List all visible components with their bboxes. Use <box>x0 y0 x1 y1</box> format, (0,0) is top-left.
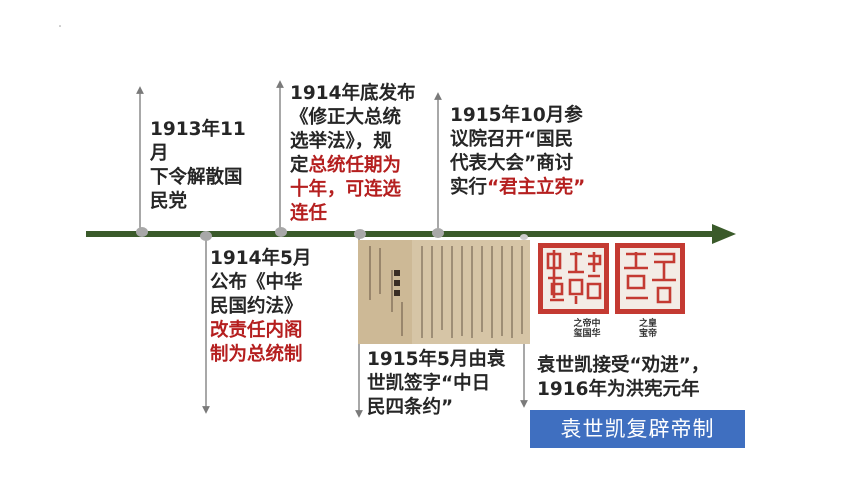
event-text-segment: 代表大会”商讨 <box>450 153 574 174</box>
event-text-segment: 1915年5月由袁 <box>367 349 506 370</box>
seal-huangdi-caption: 之皇 宝帝 <box>628 319 668 339</box>
marker-1914-end <box>275 227 287 237</box>
marker-1916 <box>520 234 528 240</box>
event-text-line: 公布《中华 <box>210 271 311 295</box>
event-text-segment: 议院召开“国民 <box>450 129 574 150</box>
emphasis-text: 十年，可连选 <box>290 179 402 200</box>
event-text-line: 袁世凯接受“劝进”， <box>537 354 709 378</box>
event-text-segment: 民党 <box>150 191 188 212</box>
event-text-line: 1913年11 <box>150 118 246 142</box>
event-text-line: 月 <box>150 142 246 166</box>
event-text-segment: 1915年10月参 <box>450 105 583 126</box>
event-text-line: 选举法》，规 <box>290 130 416 154</box>
marker-1913 <box>136 227 148 237</box>
event-text-line: 定总统任期为 <box>290 154 416 178</box>
event-text-line: 民四条约” <box>367 396 505 420</box>
event-text-line: 1914年底发布 <box>290 82 416 106</box>
event-text-segment: 1914年底发布 <box>290 83 416 104</box>
marker-1915-oct <box>432 228 444 238</box>
event-text-line: 民党 <box>150 190 246 214</box>
event-text-segment: 下令解散国 <box>150 167 243 188</box>
emphasis-text: 连任 <box>290 203 328 224</box>
event-text-segment: 《修正大总统 <box>290 107 402 128</box>
event-1915-may-text: 1915年5月由袁世凯签字“中日民四条约” <box>367 348 505 420</box>
event-text-line: 改责任内阁 <box>210 319 311 343</box>
event-text-segment: 公布《中华 <box>210 272 303 293</box>
seal-zhonghua-caption: 之帝中 玺国华 <box>567 319 607 339</box>
event-text-segment: 实行 <box>450 177 488 198</box>
event-text-line: 《修正大总统 <box>290 106 416 130</box>
event-text-line: 下令解散国 <box>150 166 246 190</box>
event-text-line: 制为总统制 <box>210 343 311 367</box>
seal-huangdi-image <box>615 243 685 314</box>
event-1913-text: 1913年11 月下令解散国民党 <box>150 118 246 214</box>
event-text-segment: 月 <box>150 143 169 164</box>
event-text-segment: 袁世凯接受“劝进”， <box>537 355 710 376</box>
emphasis-text: 制为总统制 <box>210 344 303 365</box>
corner-dot <box>59 25 61 27</box>
treaty-document-image <box>358 240 530 344</box>
event-text-segment: 1914年5月 <box>210 248 312 269</box>
event-text-line: 实行“君主立宪” <box>450 176 585 200</box>
timeline-arrowhead <box>712 224 736 244</box>
event-1914-end-text: 1914年底发布《修正大总统选举法》，规定总统任期为十年，可连选连任 <box>290 82 416 226</box>
event-text-line: 代表大会”商讨 <box>450 152 585 176</box>
event-1916-text: 袁世凯接受“劝进”， 1916年为洪宪元年 <box>537 354 709 402</box>
event-text-segment: 1916年为洪宪元年 <box>537 379 700 400</box>
event-text-segment: 民四条约” <box>367 397 454 418</box>
event-text-line: 议院召开“国民 <box>450 128 585 152</box>
restoration-banner: 袁世凯复辟帝制 <box>530 410 745 448</box>
seal-caption-line: 宝帝 <box>638 329 657 339</box>
event-text-line: 1916年为洪宪元年 <box>537 378 709 402</box>
seal-caption-line: 之帝中 <box>573 319 601 329</box>
seal-caption-line: 之皇 <box>638 319 657 329</box>
event-1915-oct-text: 1915年10月参议院召开“国民代表大会”商讨实行“君主立宪” <box>450 104 585 200</box>
seal-zhonghua-image <box>538 243 609 314</box>
event-text-segment: 1913年11 <box>150 119 246 140</box>
emphasis-text: “君主立宪” <box>487 177 586 198</box>
event-text-line: 1915年10月参 <box>450 104 585 128</box>
event-text-line: 1914年5月 <box>210 247 311 271</box>
event-1914-may-text: 1914年5月公布《中华民国约法》改责任内阁制为总统制 <box>210 247 311 367</box>
event-text-line: 连任 <box>290 202 416 226</box>
event-text-segment: 民国约法》 <box>210 296 303 317</box>
event-text-segment: 世凯签字“中日 <box>367 373 491 394</box>
marker-1914-may <box>200 231 212 241</box>
event-text-line: 十年，可连选 <box>290 178 416 202</box>
seal-caption-line: 玺国华 <box>573 329 601 339</box>
event-text-segment: 选举法》，规 <box>290 131 392 152</box>
event-text-line: 1915年5月由袁 <box>367 348 505 372</box>
event-text-segment: 定 <box>290 155 309 176</box>
emphasis-text: 改责任内阁 <box>210 320 303 341</box>
marker-1915-may <box>354 229 366 239</box>
event-text-line: 民国约法》 <box>210 295 311 319</box>
emphasis-text: 总统任期为 <box>308 155 402 176</box>
event-text-line: 世凯签字“中日 <box>367 372 505 396</box>
